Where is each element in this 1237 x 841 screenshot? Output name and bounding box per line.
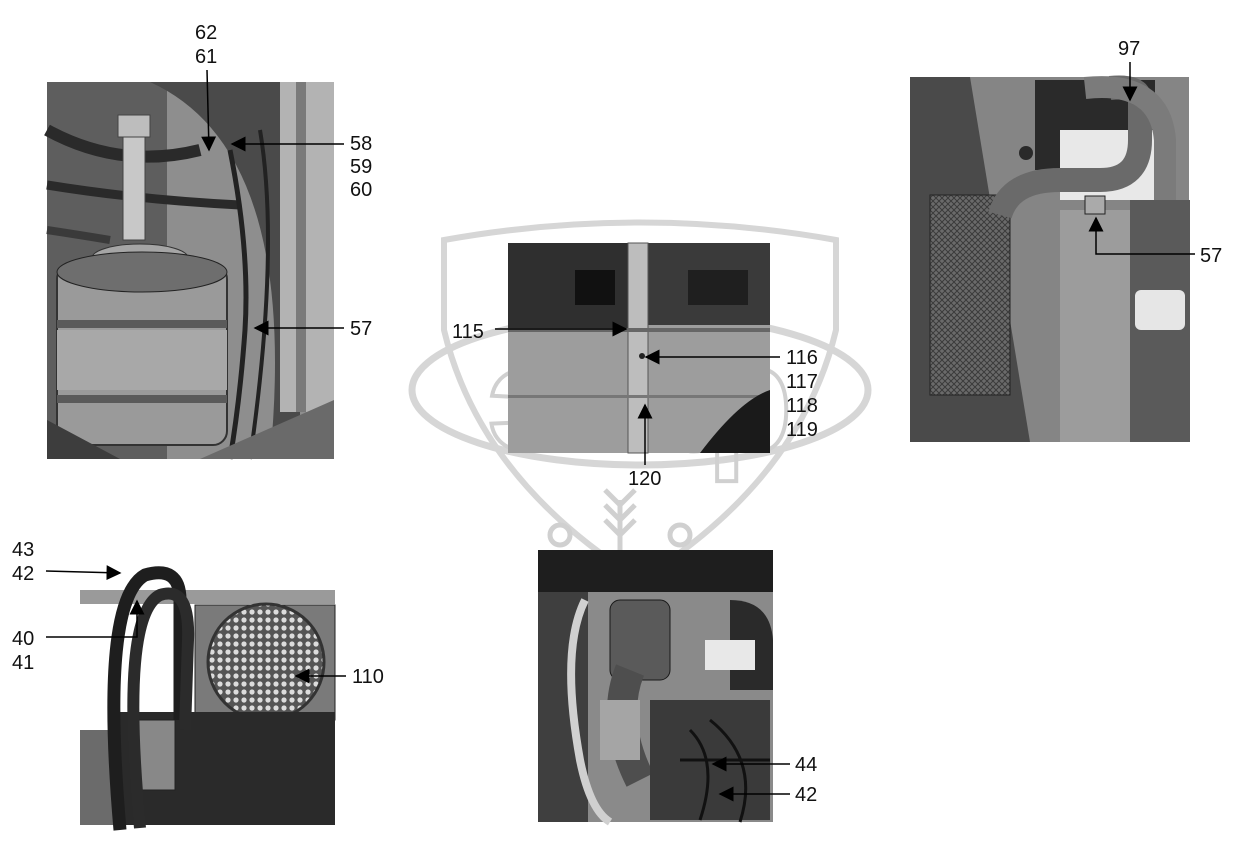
photo-radiator — [910, 75, 1190, 442]
radiator-callouts: 97 57 — [1088, 38, 1222, 267]
callout-119: 119 — [786, 419, 818, 441]
fuel-filter-callouts: 62 61 58 59 60 57 — [195, 22, 372, 340]
photo-engine-bay — [538, 550, 773, 826]
leader-42-43 — [45, 565, 122, 581]
leader-61-62 — [201, 69, 217, 152]
wheat-icon — [547, 488, 693, 550]
photo-heater-fan — [80, 566, 336, 831]
callout-41: 41 — [12, 652, 34, 674]
callout-58: 58 — [350, 133, 372, 155]
photo-cab-door — [508, 242, 770, 454]
leader-40-41 — [46, 599, 145, 638]
cab-door-callouts: 115 116 117 118 119 120 — [452, 321, 818, 490]
callout-42: 42 — [12, 563, 34, 585]
callout-116: 116 — [786, 347, 818, 369]
callout-43: 43 — [12, 539, 34, 561]
callout-115: 115 — [452, 321, 484, 343]
callout-44: 44 — [795, 754, 817, 776]
engine-bay-callouts: 44 42 — [711, 754, 817, 806]
callout-97: 97 — [1118, 38, 1140, 60]
callout-59: 59 — [350, 156, 372, 178]
leader-57b — [1088, 216, 1195, 255]
callout-62: 62 — [195, 22, 217, 44]
callout-120: 120 — [628, 468, 661, 490]
callout-110: 110 — [352, 666, 384, 688]
callout-60: 60 — [350, 179, 372, 201]
photo-fuel-filter — [44, 82, 334, 460]
callout-40: 40 — [12, 628, 34, 650]
callout-117: 117 — [786, 371, 818, 393]
callout-57: 57 — [350, 318, 372, 340]
callout-61: 61 — [195, 46, 217, 68]
heater-fan-callouts: 43 42 40 41 110 — [12, 539, 384, 688]
callout-118: 118 — [786, 395, 818, 417]
callout-42b: 42 — [795, 784, 817, 806]
callout-57b: 57 — [1200, 245, 1222, 267]
